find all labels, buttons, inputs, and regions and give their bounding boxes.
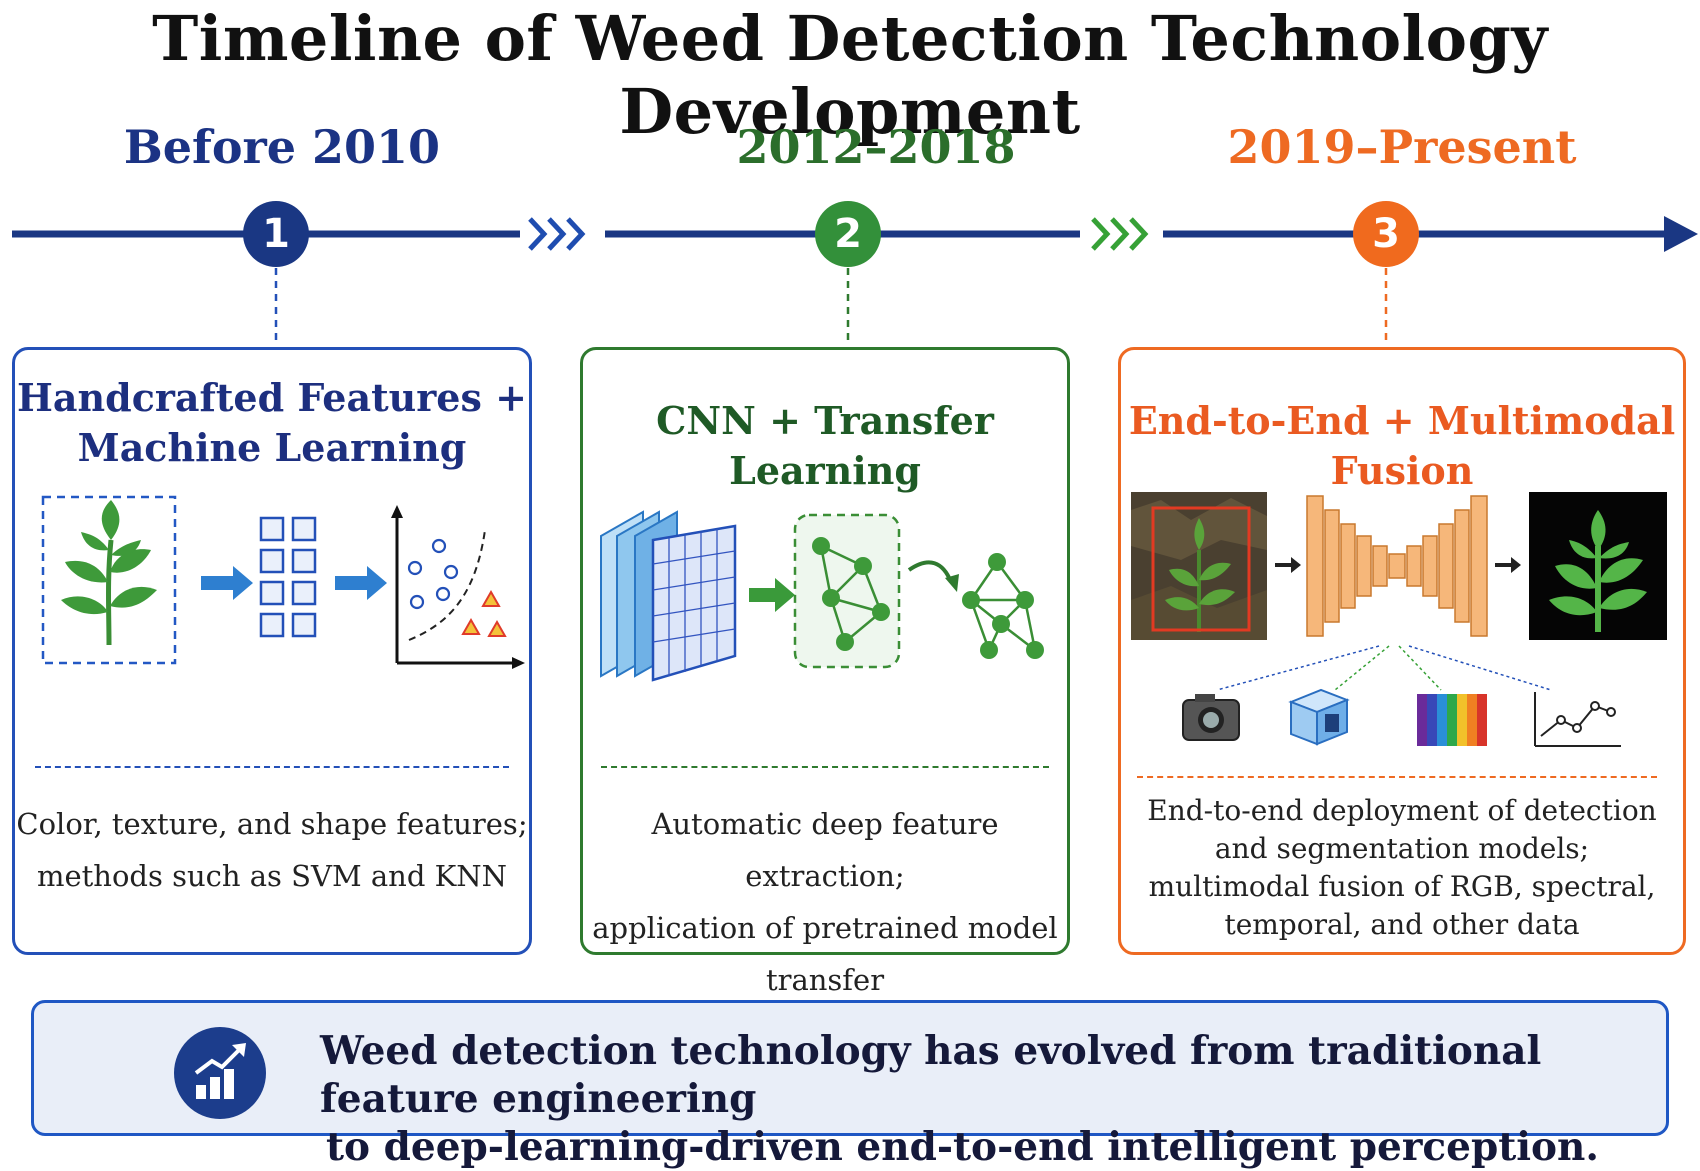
stage-heading-2: CNN + Transfer Learning — [656, 398, 994, 493]
summary-box: Weed detection technology has evolved fr… — [31, 1000, 1669, 1170]
era-label-2: 2012–2018 — [736, 120, 1016, 174]
depth-cube-icon — [1288, 688, 1350, 746]
stage-description-1: Color, texture, and shape features; meth… — [15, 798, 529, 902]
encoder-decoder-icon — [1306, 495, 1488, 637]
description-line: application of pretrained model transfer — [592, 911, 1058, 997]
network-graph-icon — [793, 513, 901, 669]
description-line: Color, texture, and shape features; — [16, 807, 528, 841]
segmentation-mask-icon — [1529, 492, 1667, 640]
stage3-illustration — [1131, 492, 1667, 747]
curved-arrow-icon — [907, 560, 953, 583]
description-line: methods such as SVM and KNN — [36, 859, 508, 893]
stage-card-2: CNN + Transfer Learning — [580, 347, 1070, 997]
stage-card-1: Handcrafted Features + Machine Learning — [12, 347, 532, 955]
stage-card-3: End-to-End + Multimodal Fusion — [1118, 347, 1686, 955]
transferred-network-icon — [962, 553, 1044, 659]
chevron-icon — [528, 217, 586, 251]
description-line: temporal, and other data — [1224, 908, 1580, 941]
divider — [1137, 776, 1657, 778]
stage2-illustration — [600, 510, 1044, 682]
summary-line: to deep-learning-driven end-to-end intel… — [326, 1124, 1599, 1170]
cnn-feature-maps-icon — [600, 510, 737, 682]
summary-text: Weed detection technology has evolved fr… — [320, 1027, 1666, 1171]
stage-description-3: End-to-end deployment of detection and s… — [1121, 792, 1683, 944]
field-image-icon — [1131, 492, 1267, 640]
temporal-chart-icon — [1534, 692, 1621, 747]
arrow-right-icon — [201, 566, 253, 600]
plant-icon — [41, 495, 177, 665]
arrow-right-icon — [749, 578, 795, 612]
chevron-icon — [1091, 217, 1149, 251]
heading-line: Machine Learning — [77, 425, 467, 470]
trend-chart-icon — [174, 1027, 266, 1119]
era-label-3: 2019–Present — [1227, 120, 1577, 174]
era-label-1: Before 2010 — [123, 120, 441, 174]
spectral-bands-icon — [1417, 694, 1487, 746]
arrow-right-icon — [1495, 557, 1521, 573]
stage-number-1: 1 — [243, 201, 309, 267]
description-line: and segmentation models; — [1214, 832, 1590, 865]
stage-number-3: 3 — [1353, 201, 1419, 267]
arrow-right-icon — [335, 566, 387, 600]
stage-heading-3: End-to-End + Multimodal Fusion — [1128, 398, 1676, 493]
page-title: Timeline of Weed Detection Technology De… — [152, 2, 1548, 148]
stage-number-2: 2 — [815, 201, 881, 267]
summary-line: Weed detection technology has evolved fr… — [320, 1028, 1542, 1122]
heading-line: Handcrafted Features + — [17, 375, 527, 420]
feature-grid-icon — [259, 516, 317, 638]
arrow-head-icon — [1664, 216, 1698, 252]
divider — [35, 766, 509, 768]
timeline-axis — [12, 216, 1698, 345]
description-line: multimodal fusion of RGB, spectral, — [1148, 870, 1656, 903]
description-line: End-to-end deployment of detection — [1147, 794, 1657, 827]
camera-icon — [1182, 694, 1240, 741]
fusion-links — [1216, 645, 1552, 691]
arrow-right-icon — [1275, 557, 1301, 573]
stage-description-2: Automatic deep feature extraction; appli… — [583, 798, 1067, 1006]
description-line: Automatic deep feature extraction; — [651, 807, 999, 893]
divider — [601, 766, 1049, 768]
stage-heading-1: Handcrafted Features + Machine Learning — [15, 373, 529, 473]
classifier-scatter-icon — [391, 505, 525, 669]
stage1-illustration — [41, 495, 525, 669]
